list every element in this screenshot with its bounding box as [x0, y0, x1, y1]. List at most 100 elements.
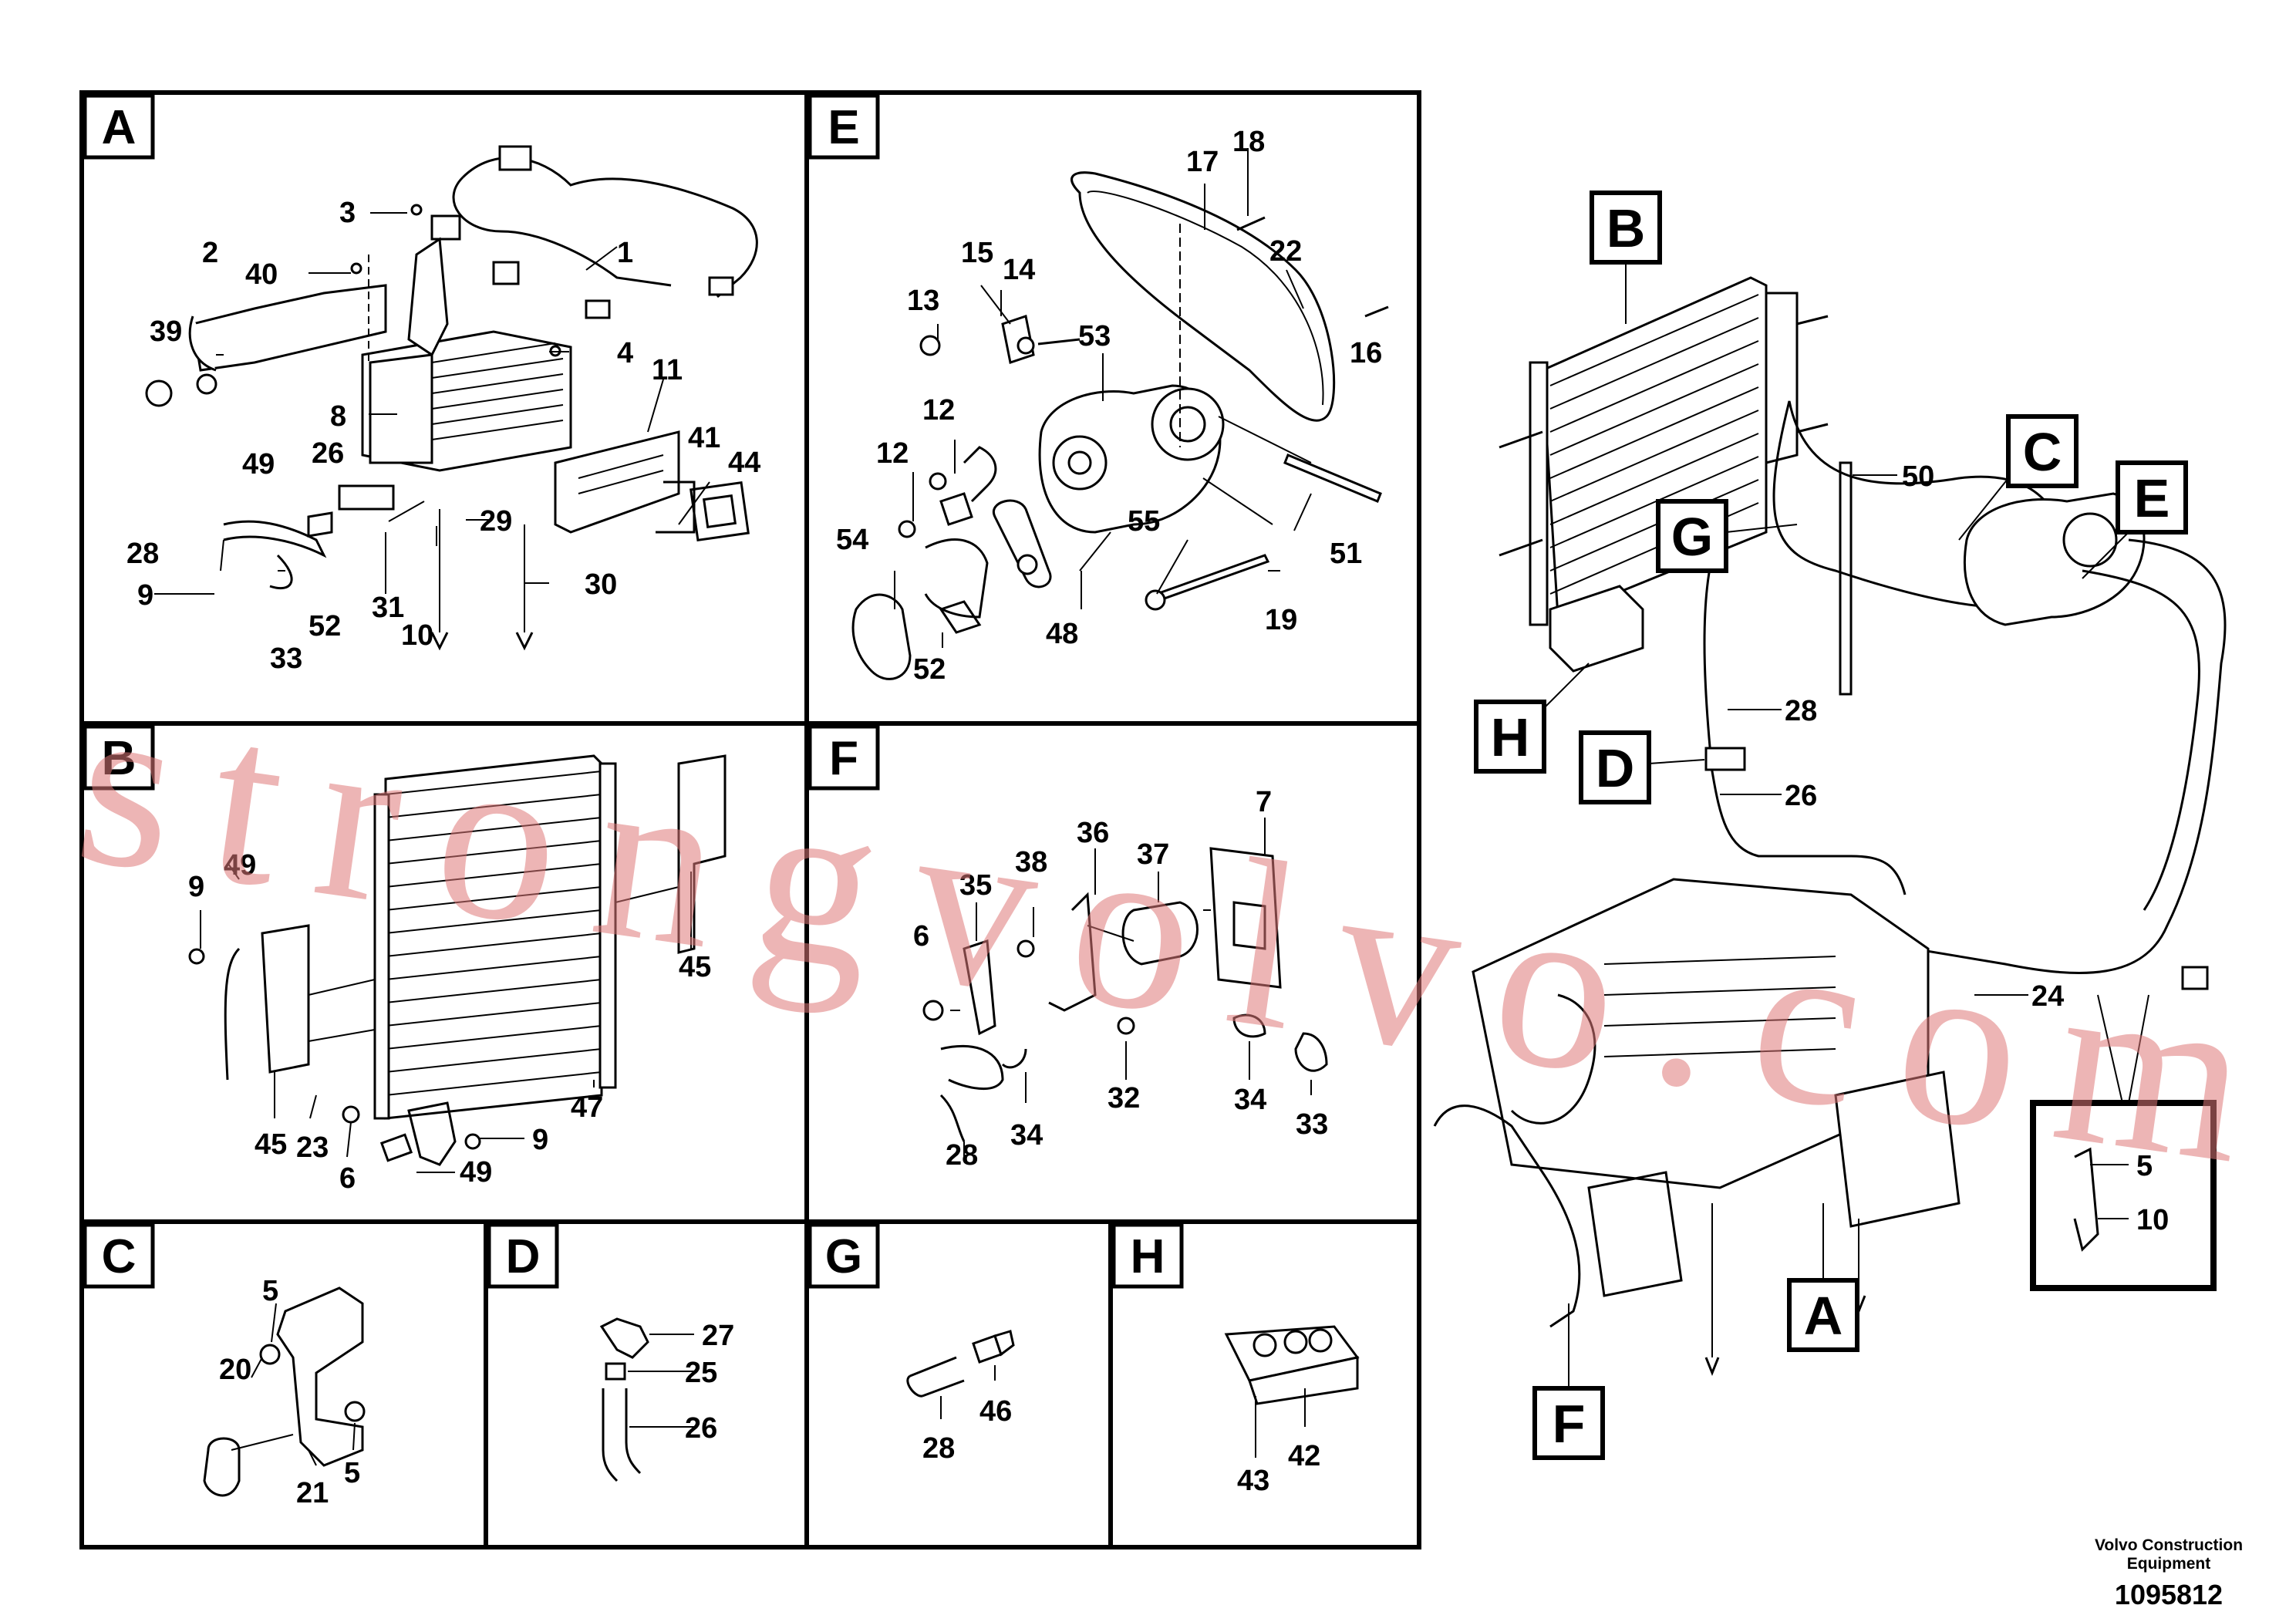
callout-9: 9	[188, 871, 204, 903]
callout-26: 26	[312, 437, 344, 470]
callout-51: 51	[1330, 538, 1362, 570]
callout-19: 19	[1265, 604, 1297, 636]
callout-26: 26	[1785, 780, 1817, 812]
callout-1: 1	[617, 237, 633, 269]
callout-38: 38	[1015, 846, 1047, 878]
svg-text:A: A	[102, 101, 137, 154]
overview-label-a: A	[1787, 1203, 1859, 1352]
callout-2: 2	[202, 237, 218, 269]
callout-11: 11	[652, 354, 683, 386]
svg-text:D: D	[506, 1230, 541, 1283]
callout-28: 28	[1785, 695, 1817, 727]
callout-54: 54	[836, 524, 868, 556]
callout-21: 21	[296, 1477, 329, 1509]
callout-8: 8	[330, 400, 346, 433]
callout-44: 44	[728, 447, 760, 479]
callout-15: 15	[961, 237, 993, 269]
callout-32: 32	[1108, 1082, 1140, 1114]
callout-3: 3	[339, 197, 356, 229]
svg-text:H: H	[1131, 1230, 1165, 1283]
callout-33: 33	[1296, 1108, 1328, 1141]
callout-49: 49	[242, 448, 275, 481]
panel-a-callouts: 1 2 3 4 8 9 10 11 26 28 29 30 31 33 39 4…	[126, 197, 760, 675]
callout-49b: 49	[460, 1156, 492, 1189]
callout-47: 47	[571, 1091, 603, 1124]
footer: Volvo Construction Equipment 1095812	[2095, 1536, 2243, 1610]
svg-text:F: F	[829, 732, 858, 785]
callout-28: 28	[126, 538, 159, 570]
overview-label-e: E	[2082, 460, 2188, 579]
callout-5b: 5	[344, 1457, 360, 1489]
callout-12b: 12	[876, 437, 909, 470]
callout-40: 40	[245, 258, 278, 291]
svg-text:H: H	[1491, 707, 1530, 767]
panel-f-letter: F	[807, 724, 880, 791]
footer-company: Volvo Construction	[2095, 1536, 2243, 1554]
panel-g-callouts: 46 28	[922, 1365, 1012, 1465]
callout-9b: 9	[532, 1124, 548, 1156]
callout-33: 33	[270, 642, 302, 675]
svg-text:A: A	[1804, 1286, 1843, 1346]
panel-h-drawing	[1224, 1325, 1360, 1405]
panel-f-callouts: 7 36 37 35 38 6 32 34 34 33 28	[913, 786, 1328, 1172]
callout-26: 26	[685, 1412, 717, 1445]
panel-b-callouts: 9 49 45 45 23 6 47 9 49	[188, 849, 711, 1195]
callout-52: 52	[913, 653, 946, 686]
callout-5a: 5	[262, 1275, 278, 1307]
svg-text:E: E	[2134, 468, 2170, 528]
callout-14: 14	[1003, 254, 1035, 286]
svg-text:B: B	[102, 732, 137, 785]
panel-c-callouts: 5 20 21 5	[219, 1275, 360, 1509]
footer-part-number: 1095812	[2115, 1579, 2223, 1610]
overview-drawing	[1433, 276, 2227, 1377]
callout-12a: 12	[922, 394, 955, 427]
callout-42: 42	[1288, 1440, 1320, 1472]
panel-g-drawing	[906, 1330, 1015, 1398]
panel-grid	[79, 90, 1421, 1549]
callout-22: 22	[1269, 235, 1302, 268]
callout-28: 28	[922, 1432, 955, 1465]
callout-34b: 34	[1234, 1084, 1266, 1116]
overview-label-g: G	[1656, 499, 1798, 573]
panel-g-letter: G	[807, 1222, 880, 1289]
svg-text:B: B	[1607, 198, 1646, 258]
svg-text:G: G	[1671, 507, 1713, 567]
callout-45a: 45	[679, 951, 711, 983]
callout-53: 53	[1078, 320, 1111, 352]
callout-55: 55	[1128, 505, 1160, 538]
callout-16: 16	[1350, 337, 1382, 369]
panel-a-drawing	[145, 145, 758, 651]
callout-29: 29	[480, 505, 512, 538]
callout-6: 6	[913, 920, 929, 953]
callout-9: 9	[137, 579, 153, 612]
panel-e-drawing	[851, 171, 1389, 680]
callout-35: 35	[959, 869, 992, 902]
panel-d-letter: D	[487, 1222, 559, 1289]
panel-f-drawing	[922, 847, 1328, 1142]
callout-23: 23	[296, 1131, 329, 1164]
callout-37: 37	[1137, 838, 1169, 871]
callout-36: 36	[1077, 817, 1109, 849]
callout-41: 41	[688, 422, 720, 454]
callout-30: 30	[585, 568, 617, 601]
svg-text:C: C	[102, 1230, 137, 1283]
svg-text:D: D	[1596, 738, 1635, 798]
callout-31: 31	[372, 592, 404, 624]
callout-10: 10	[401, 619, 433, 652]
panel-e-callouts: 12 12 13 14 15 16 17 18 19 22 48 51 52 5…	[836, 126, 1382, 686]
callout-7: 7	[1256, 786, 1272, 818]
overview-label-c: C	[1958, 414, 2079, 541]
panel-e-letter: E	[807, 93, 880, 160]
panel-d-callouts: 27 25 26	[628, 1320, 734, 1445]
footer-company-2: Equipment	[2127, 1555, 2211, 1573]
panel-b-letter: B	[83, 724, 155, 791]
panel-c-letter: C	[83, 1222, 155, 1289]
callout-52: 52	[308, 610, 341, 642]
callout-46: 46	[979, 1395, 1012, 1428]
callout-43: 43	[1237, 1465, 1269, 1497]
callout-27: 27	[702, 1320, 734, 1352]
callout-18: 18	[1232, 126, 1265, 158]
callout-50: 50	[1902, 460, 1934, 493]
callout-45b: 45	[255, 1128, 287, 1161]
